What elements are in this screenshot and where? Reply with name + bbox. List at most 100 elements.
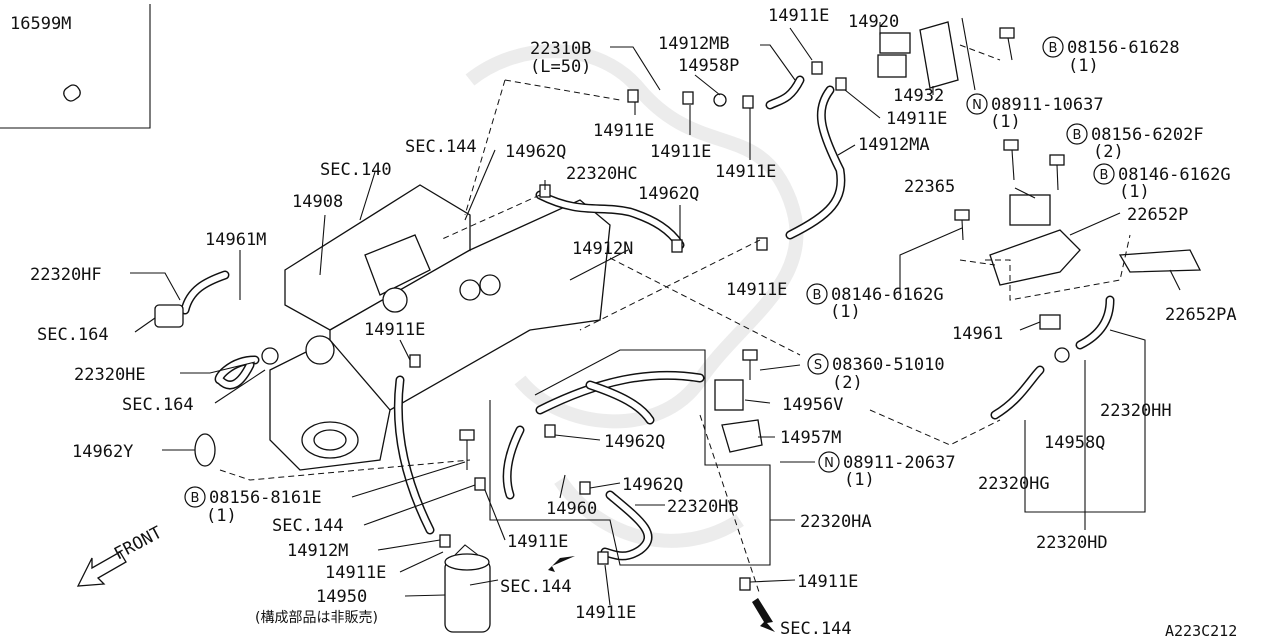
bolts [459, 27, 1065, 470]
fitting-14958Q [1054, 347, 1070, 363]
label-14911E-h: 14911E [325, 563, 386, 583]
label-22365: 22365 [904, 177, 955, 197]
valve-14956V [714, 379, 744, 411]
label-14957M: 14957M [780, 428, 841, 448]
label-14960: 14960 [546, 499, 597, 519]
fastener-code-3: 08156-6202F [1091, 125, 1204, 145]
label-22320HH: 22320HH [1100, 401, 1172, 421]
label-14912MA: 14912MA [858, 135, 930, 155]
solenoid-14920 [877, 54, 907, 78]
label-14911E-i: 14911E [507, 532, 568, 552]
label-14912M: 14912M [287, 541, 348, 561]
label-front: FRONT [111, 523, 166, 565]
svg-text:S: S [814, 358, 822, 373]
label-22320HA: 22320HA [800, 512, 872, 532]
label-sec140: SEC.140 [320, 160, 392, 180]
fastener-qty-2: (1) [990, 112, 1021, 132]
label-14956V: 14956V [782, 395, 843, 415]
label-14911E-g: 14911E [364, 320, 425, 340]
group-outline-22320HA [489, 349, 771, 566]
label-14911E-f: 14911E [726, 280, 787, 300]
label-16599M: 16599M [10, 14, 71, 34]
label-sec144-c: SEC.144 [500, 577, 572, 597]
label-14908: 14908 [292, 192, 343, 212]
fitting-sec164-a [154, 304, 184, 328]
label-14961M: 14961M [205, 230, 266, 250]
svg-text:N: N [972, 98, 982, 113]
label-14958Q: 14958Q [1044, 433, 1105, 453]
label-14962Q-d: 14962Q [622, 475, 683, 495]
fastener-code-2: 08911-10637 [991, 95, 1104, 115]
label-22652P: 22652P [1127, 205, 1188, 225]
svg-text:B: B [813, 288, 822, 303]
label-14962Q-b: 14962Q [638, 184, 699, 204]
fastener-code-6: 08360-51010 [832, 355, 945, 375]
svg-text:B: B [1073, 128, 1082, 143]
label-14962Q-c: 14962Q [604, 432, 665, 452]
fitting-sec164-b [261, 347, 279, 365]
label-22310B-length: (L=50) [530, 57, 591, 77]
label-22320HC: 22320HC [566, 164, 638, 184]
label-14911E-b: 14911E [593, 121, 654, 141]
sec144-arrow-b [752, 598, 775, 632]
bracket-14957M [721, 419, 763, 453]
bracket-22652PA [1118, 249, 1202, 273]
label-14911E-top: 14911E [768, 6, 829, 26]
fitting-14958P [713, 93, 727, 107]
fastener-qty-6: (2) [832, 373, 863, 393]
svg-text:B: B [191, 491, 200, 506]
svg-text:B: B [1100, 168, 1109, 183]
label-14932: 14932 [893, 86, 944, 106]
label-drawing-code: A223C212 [1165, 622, 1237, 639]
svg-text:N: N [824, 456, 834, 471]
label-14911E-k: 14911E [797, 572, 858, 592]
label-14958P: 14958P [678, 56, 739, 76]
label-14950-note: (構成部品は非販売) [255, 610, 378, 626]
clip-14961 [1039, 314, 1061, 330]
clamp-14962Y [194, 433, 216, 467]
label-14962Y: 14962Y [72, 442, 133, 462]
canister-14950 [444, 544, 491, 633]
label-14912MB: 14912MB [658, 34, 730, 54]
svg-text:B: B [1049, 41, 1058, 56]
fastener-code-8: 08156-8161E [209, 488, 322, 508]
valves-and-brackets [154, 21, 1202, 467]
hose-fitting-16599M [63, 84, 81, 102]
fastener-qty-1: (1) [1068, 56, 1099, 76]
fastener-code-5: 08146-6162G [831, 285, 944, 305]
label-14911E-c: 14911E [650, 142, 711, 162]
inset-box [0, 4, 151, 129]
sensor-22365 [1009, 194, 1051, 226]
fastener-qty-5: (1) [830, 302, 861, 322]
label-22320HD: 22320HD [1036, 533, 1108, 553]
label-sec144-b: SEC.144 [272, 516, 344, 536]
fastener-code-4: 08146-6162G [1118, 165, 1231, 185]
label-14961: 14961 [952, 324, 1003, 344]
leader-lines [130, 17, 1181, 606]
fastener-labels: 08156-61628 (1) 08911-10637 (1) 08156-62… [206, 38, 1231, 526]
label-14920: 14920 [848, 12, 899, 32]
sec144-arrow-a [548, 556, 575, 572]
label-14911E-e: 14911E [886, 109, 947, 129]
label-14911E-d: 14911E [715, 162, 776, 182]
part-labels: 16599M 22310B (L=50) 14912MB 14958P 1491… [10, 6, 1237, 639]
group-outline-22320HG-HH [1024, 329, 1146, 513]
engine-intake-manifold [269, 184, 611, 471]
label-sec164-b: SEC.164 [122, 395, 194, 415]
label-sec144-a: SEC.144 [405, 137, 477, 157]
label-22320HE: 22320HE [74, 365, 146, 385]
front-arrow [76, 551, 127, 587]
bracket-22652P [989, 229, 1081, 286]
label-22320HB: 22320HB [667, 497, 739, 517]
fastener-code-1: 08156-61628 [1067, 38, 1180, 58]
label-14962Q-a: 14962Q [505, 142, 566, 162]
fastener-code-7: 08911-20637 [843, 453, 956, 473]
fastener-qty-8: (1) [206, 506, 237, 526]
label-14950: 14950 [316, 587, 367, 607]
fastener-qty-4: (1) [1119, 182, 1150, 202]
label-14911E-j: 14911E [575, 603, 636, 623]
reference-lines [219, 44, 1131, 596]
fastener-qty-3: (2) [1093, 142, 1124, 162]
